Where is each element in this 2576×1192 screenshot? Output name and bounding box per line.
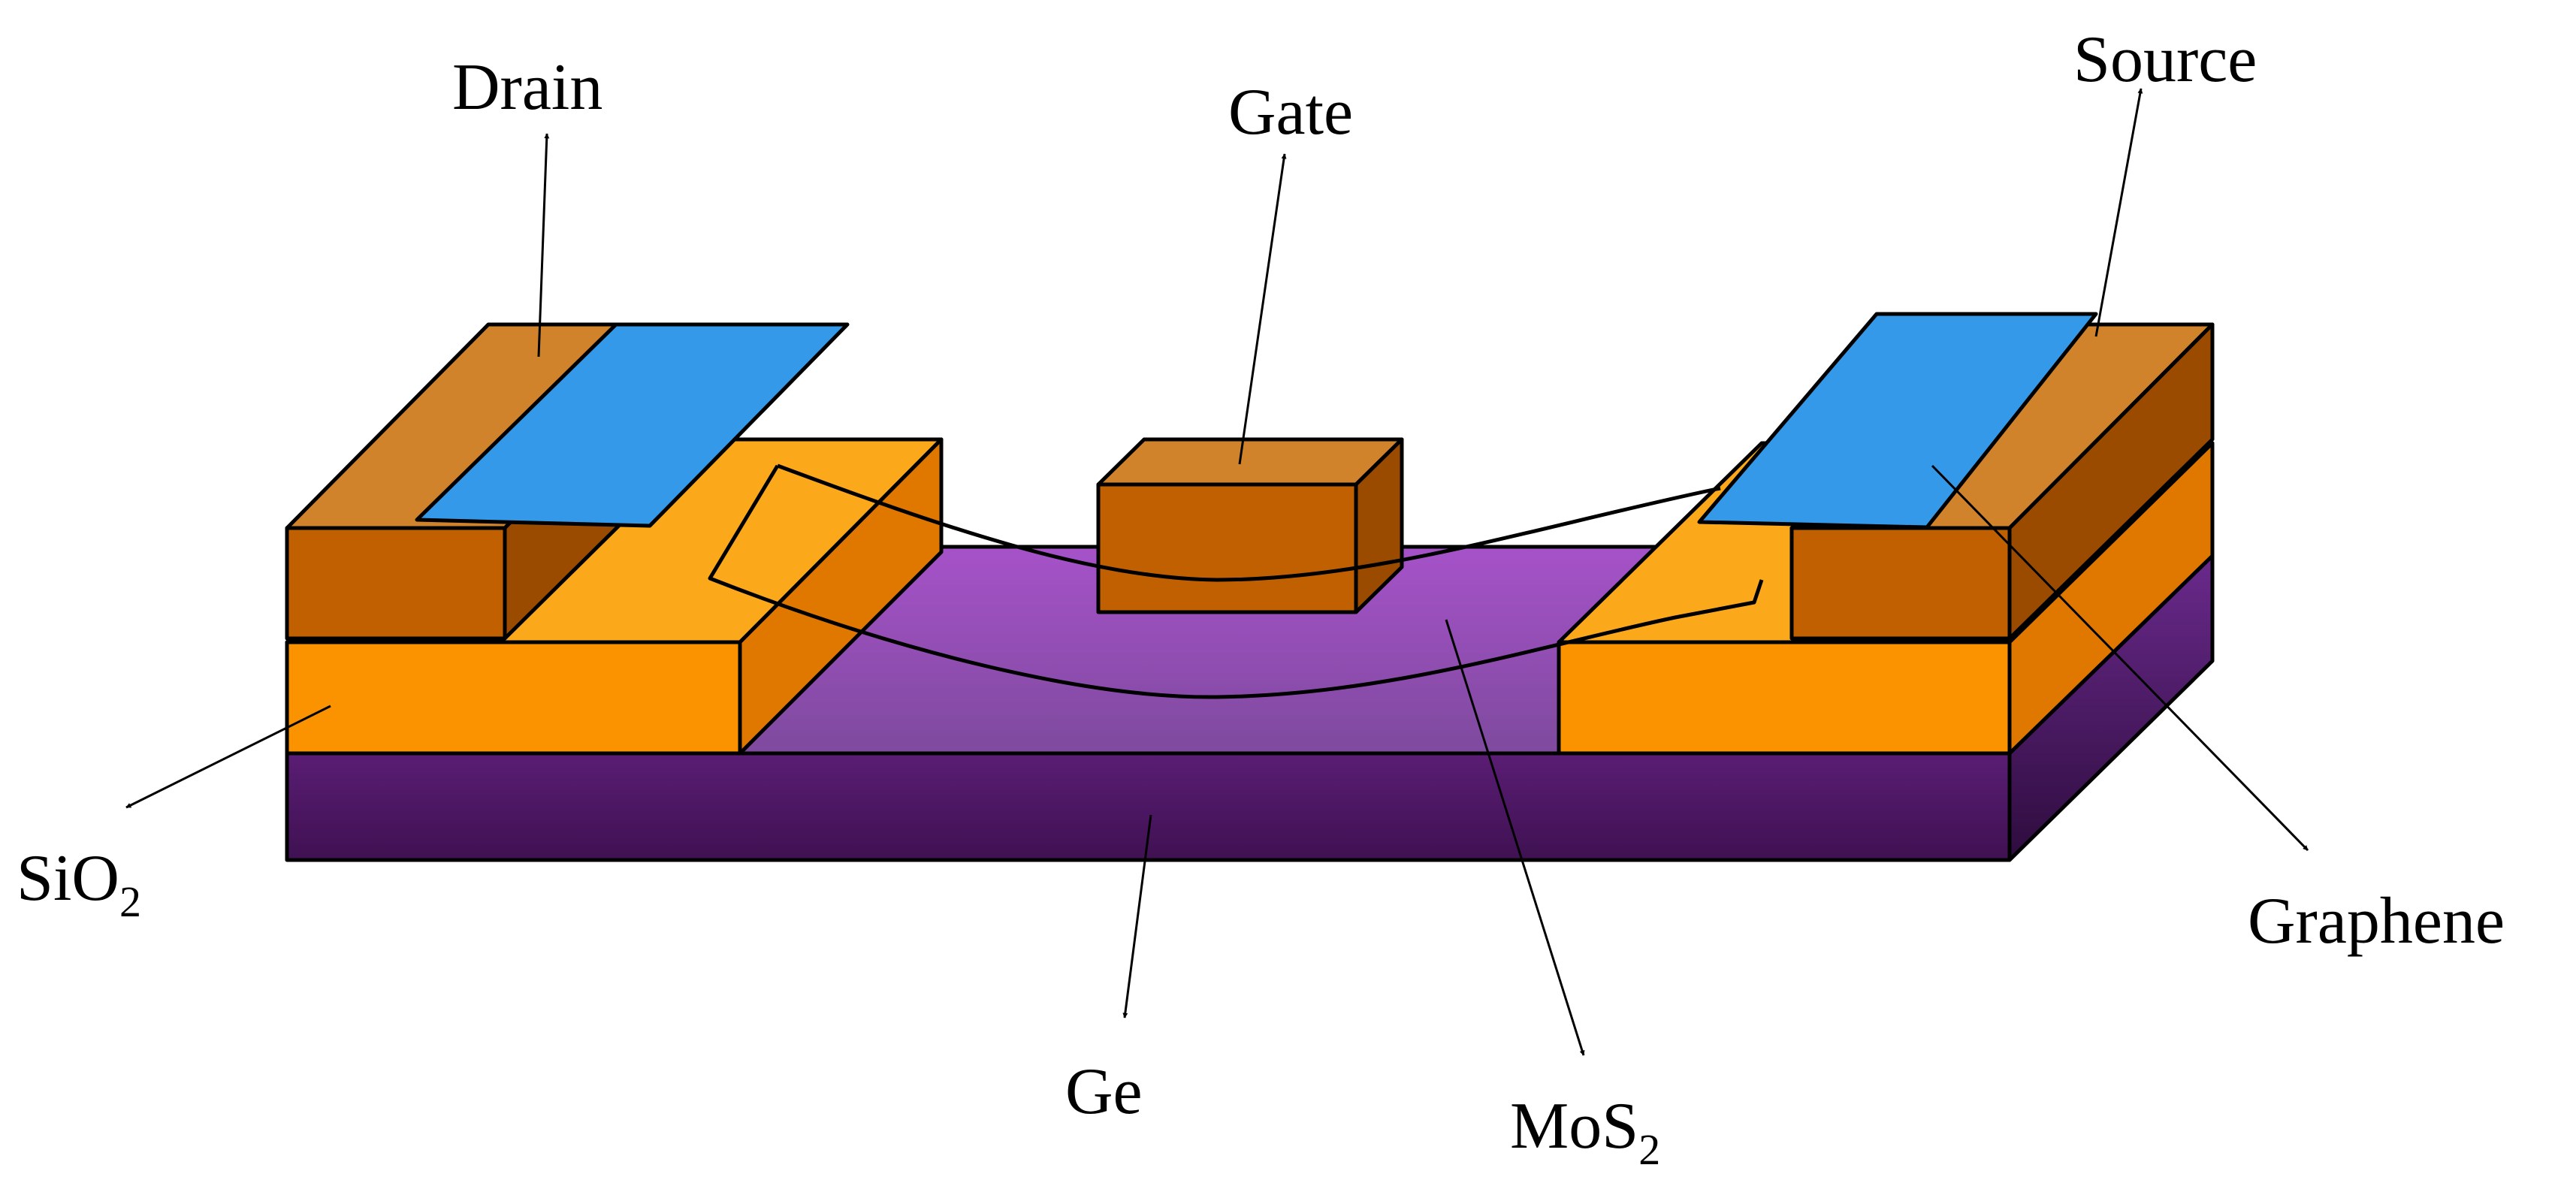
drain-arrow xyxy=(537,133,550,358)
mos2-label-main: MoS xyxy=(1510,1090,1638,1163)
sio2-right-front xyxy=(1557,640,2012,756)
drain-label: Drain xyxy=(452,51,602,124)
graphene-ribbon-outline xyxy=(708,464,1764,699)
drain-contact-front xyxy=(285,526,507,641)
sio2-label-subscript: 2 xyxy=(119,877,141,926)
graphene-arrow xyxy=(1931,464,2309,852)
graphene-right-sheet xyxy=(1697,312,2098,530)
mos2-arrow xyxy=(1445,619,1585,1056)
gate-block xyxy=(1096,437,1404,614)
graphene-left-sheet xyxy=(415,322,850,528)
mos2-label: MoS2 xyxy=(1510,1090,1660,1174)
gate-block-front xyxy=(1096,482,1358,614)
gate-label: Gate xyxy=(1228,76,1353,149)
source-label: Source xyxy=(2073,23,2257,96)
ge-label: Ge xyxy=(1065,1055,1143,1128)
gate-arrow xyxy=(1238,153,1287,465)
sio2-arrow xyxy=(125,705,331,809)
graphene-ribbon-top-edge xyxy=(777,463,1721,582)
source-arrow xyxy=(2094,88,2143,337)
source-contact-front xyxy=(1789,526,2012,641)
graphene-label: Graphene xyxy=(2248,885,2505,958)
ge-arrow xyxy=(1122,814,1152,1018)
gate-block-top xyxy=(1096,437,1404,487)
sio2-label-main: SiO xyxy=(17,842,119,915)
label-arrows xyxy=(125,88,2309,1056)
sio2-label: SiO2 xyxy=(17,842,141,926)
mos2-label-subscript: 2 xyxy=(1638,1125,1660,1174)
ge-substrate-front xyxy=(285,751,2012,862)
sio2-left-front xyxy=(285,640,742,756)
